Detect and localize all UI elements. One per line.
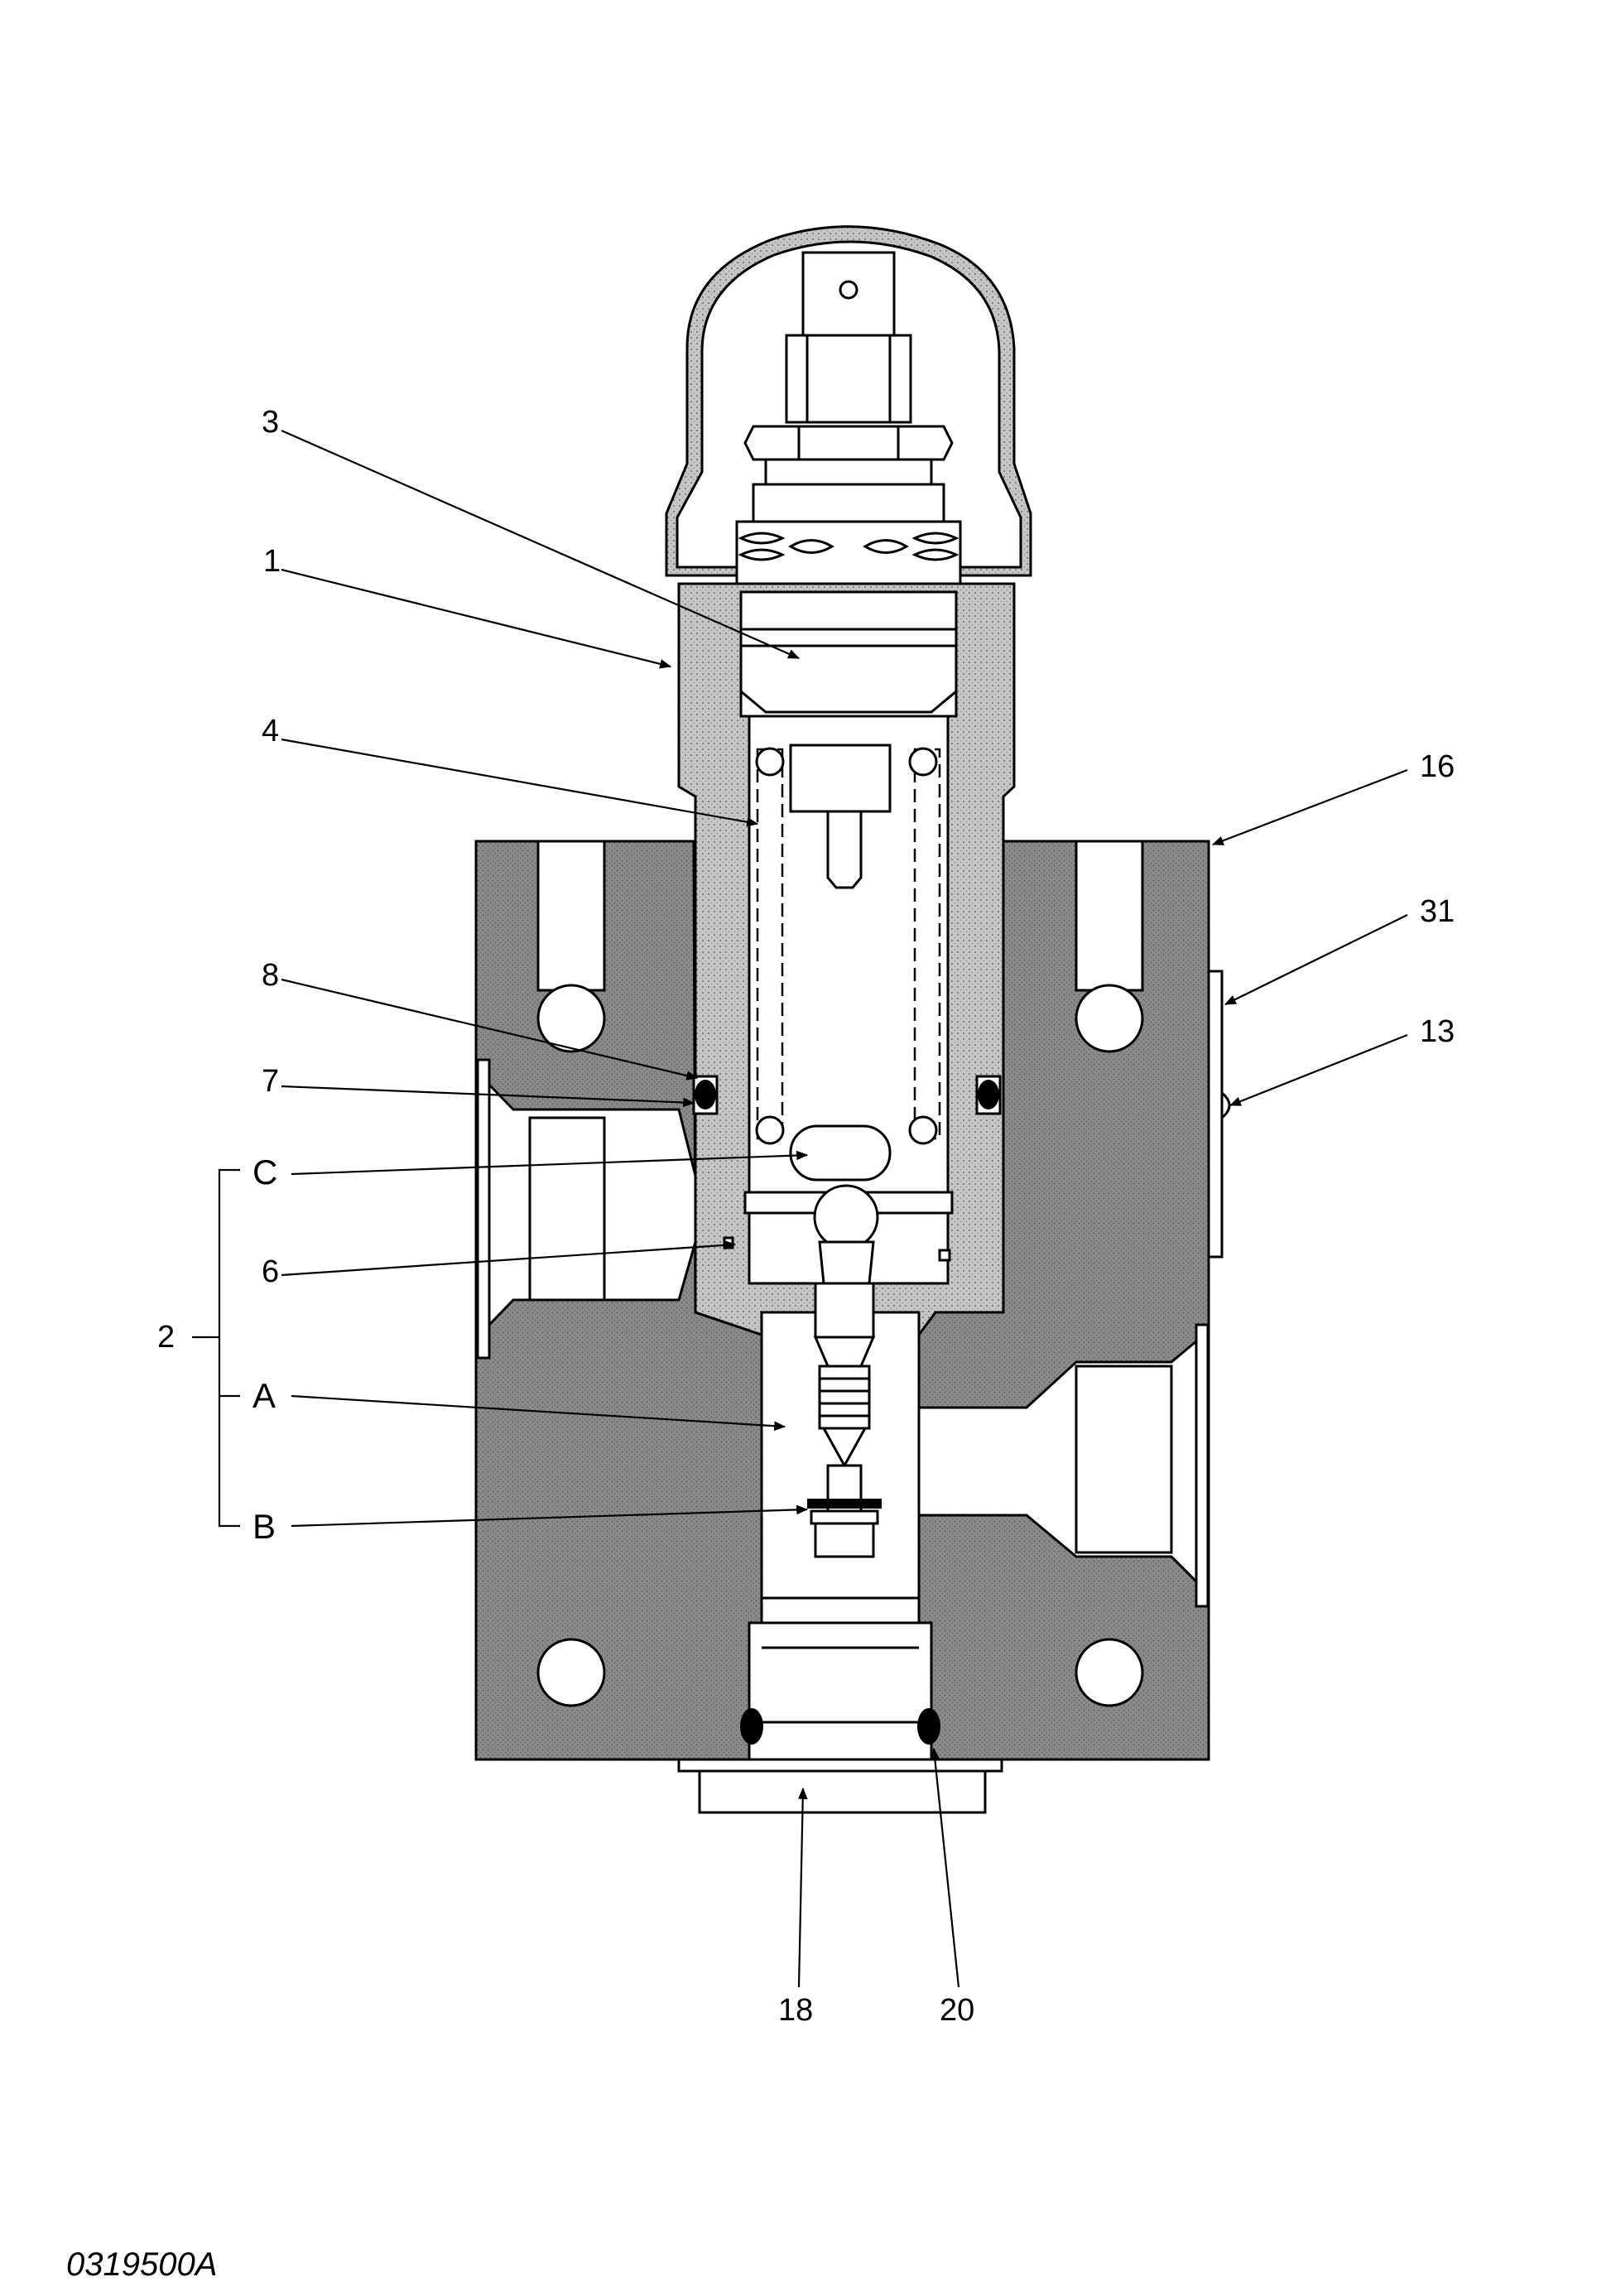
seal-7-8 (692, 1075, 1002, 1115)
callout-6: 6 (262, 1254, 279, 1289)
callout-20: 20 (940, 1993, 974, 2028)
callout-B: B (252, 1507, 276, 1546)
callout-7: 7 (262, 1064, 279, 1099)
callout-18: 18 (778, 1993, 813, 2028)
callout-13: 13 (1420, 1014, 1455, 1049)
body-top-bore-right (1075, 840, 1144, 1053)
locknut-and-cap (665, 225, 1032, 585)
backup-ring-B (807, 1499, 882, 1509)
side-plate-31 (1207, 970, 1224, 1259)
poppet-assembly (723, 1124, 954, 1558)
callout-4: 4 (262, 714, 279, 748)
callout-A: A (252, 1376, 276, 1415)
lower-passage (740, 1596, 940, 1761)
body-top-bore-left (536, 840, 606, 1053)
callout-1: 1 (263, 544, 281, 579)
adjuster-plug-3 (739, 590, 958, 714)
plug-13 (1220, 1090, 1231, 1121)
drawing-code: 0319500A (66, 2246, 217, 2283)
callout-3: 3 (262, 405, 279, 440)
callout-2: 2 (157, 1320, 175, 1355)
mounting-hole-left (536, 1638, 606, 1707)
o-ring-20-right (917, 1708, 940, 1745)
callout-C: C (252, 1153, 277, 1191)
callout-8: 8 (262, 958, 279, 993)
spring-4 (755, 744, 941, 1145)
right-side-port (917, 1323, 1209, 1608)
leader-lines (192, 429, 1408, 1988)
callout-16: 16 (1420, 749, 1455, 784)
bottom-flange-18 (677, 1758, 1003, 1814)
o-ring-20-left (740, 1708, 763, 1745)
callout-31: 31 (1420, 894, 1455, 929)
mounting-hole-right (1075, 1638, 1144, 1707)
left-side-port (476, 1058, 697, 1360)
